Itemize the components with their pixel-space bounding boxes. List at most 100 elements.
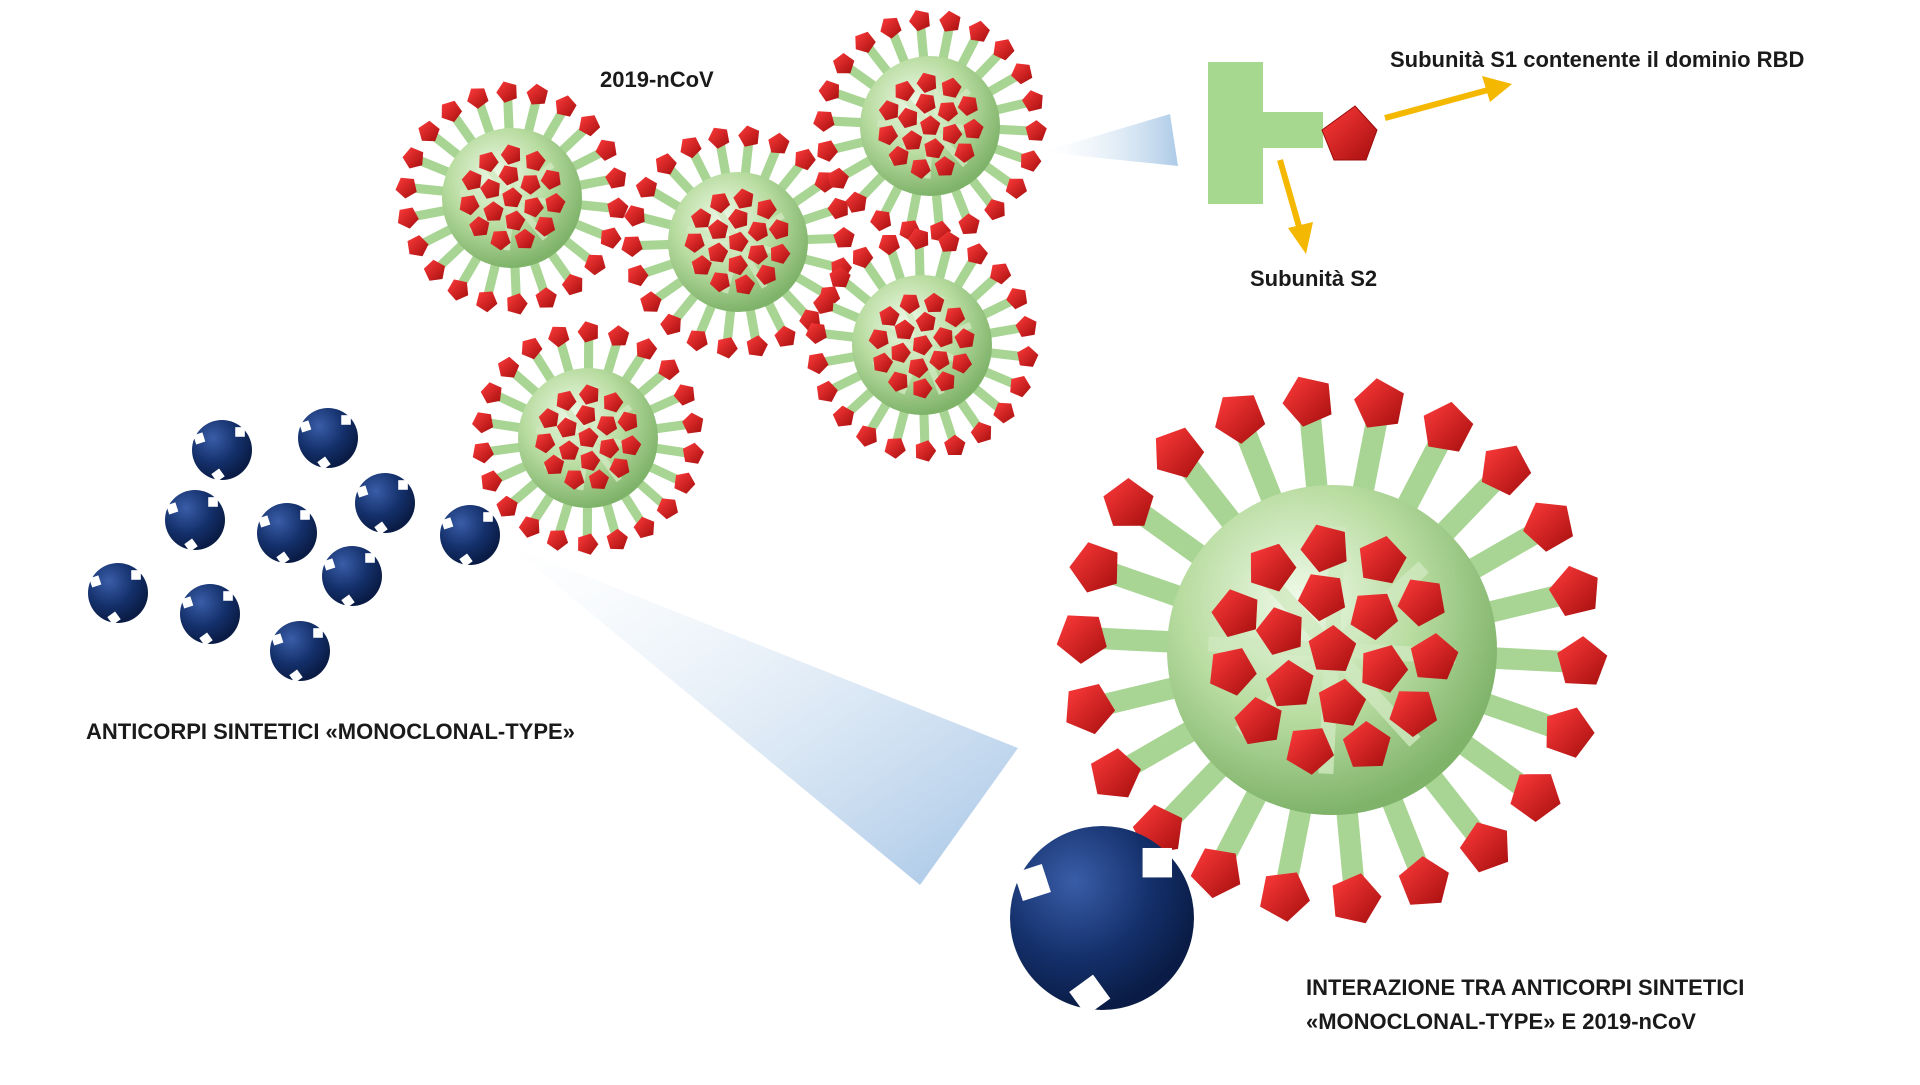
s2-subunit-stem	[1208, 62, 1263, 204]
spike-head	[398, 208, 419, 229]
spike-head	[1057, 615, 1107, 664]
spike-head	[447, 279, 468, 300]
spike-head	[1354, 378, 1404, 427]
antibody-small	[298, 408, 358, 470]
spike-head	[547, 530, 568, 550]
spike-head	[605, 167, 626, 188]
spike-head	[717, 337, 738, 358]
spike-head	[1424, 402, 1474, 452]
spike-head	[1006, 179, 1027, 199]
spike-head	[708, 128, 729, 149]
spike-head	[1016, 316, 1037, 337]
antibodies-label: ANTICORPI SINTETICI «MONOCLONAL-TYPE»	[86, 716, 575, 748]
spike-protein-schematic	[1208, 62, 1377, 204]
spike-head	[1010, 376, 1031, 397]
spike-head	[556, 95, 577, 116]
spike-head	[870, 210, 891, 231]
spike-head	[507, 293, 528, 314]
antibody-small	[322, 546, 382, 608]
interaction-label-line2: «MONOCLONAL-TYPE» E 2019-nCoV	[1306, 1006, 1696, 1038]
spike-head	[607, 529, 628, 550]
spike-head	[527, 84, 548, 105]
antibody-small	[192, 420, 252, 482]
spike-head	[476, 292, 497, 313]
spike-head	[1026, 120, 1047, 141]
binding-site	[365, 553, 375, 563]
spike-head	[621, 237, 642, 258]
binding-site	[208, 497, 218, 507]
spike-head	[548, 327, 569, 348]
spike-head	[473, 443, 494, 464]
spike-head	[1557, 636, 1607, 685]
spike-head	[1549, 566, 1598, 616]
spike-head	[967, 243, 988, 264]
virion-group	[396, 10, 1608, 923]
s1-subunit-label: Subunità S1 contenente il dominio RBD	[1390, 44, 1804, 76]
virion-small	[472, 321, 704, 555]
spike-head	[1547, 708, 1595, 758]
spike-head	[674, 473, 695, 494]
binding-site	[223, 591, 233, 601]
virion-small	[813, 10, 1047, 242]
spike-head	[833, 53, 854, 73]
spike-connector	[1263, 112, 1323, 148]
binding-site	[483, 512, 493, 522]
antibody-small	[88, 563, 148, 625]
spike-head	[1103, 478, 1153, 526]
s1-rbd-domain	[1322, 106, 1377, 160]
spike-head	[687, 331, 708, 352]
spike-head	[738, 126, 759, 147]
zoom-beam-antibody	[508, 545, 1018, 885]
antibody-small	[165, 490, 225, 552]
spike-head	[628, 265, 648, 286]
virion-small	[621, 126, 854, 359]
spike-head	[578, 321, 598, 342]
spike-head	[578, 534, 598, 555]
virus-title-label: 2019-nCoV	[600, 64, 714, 96]
spike-head	[1510, 774, 1560, 822]
spike-head	[496, 82, 517, 103]
s2-subunit-label: Subunità S2	[1250, 263, 1377, 295]
arrow-s1	[1385, 76, 1512, 118]
antibody-small	[257, 503, 317, 565]
antibody-small	[440, 505, 500, 567]
spike-head	[481, 382, 502, 403]
antibody-group	[88, 408, 1194, 1016]
spike-head	[608, 325, 629, 345]
antibody-small	[180, 584, 240, 646]
antibody-large	[1010, 826, 1194, 1016]
antibody-small	[270, 621, 330, 683]
spike-head	[879, 235, 900, 255]
zoom-beam-spike	[1042, 114, 1178, 166]
spike-head	[1017, 346, 1038, 367]
spike-head	[747, 335, 768, 356]
spike-head	[396, 178, 417, 199]
spike-head	[833, 227, 854, 248]
binding-site	[300, 510, 310, 520]
spike-head	[768, 133, 789, 154]
binding-site	[341, 415, 351, 425]
spike-head	[817, 140, 838, 161]
virion-small	[396, 82, 629, 315]
spike-head	[856, 426, 877, 447]
spike-head	[819, 80, 839, 101]
interaction-label-line1: INTERAZIONE TRA ANTICORPI SINTETICI	[1306, 972, 1744, 1004]
binding-site	[313, 628, 323, 638]
arrow-s2	[1280, 160, 1313, 254]
spike-head	[1191, 848, 1241, 898]
binding-site	[1143, 848, 1172, 877]
antibody-small	[355, 473, 415, 535]
spike-head	[939, 11, 960, 32]
spike-head	[808, 353, 829, 374]
spike-head	[682, 413, 703, 434]
spike-head	[683, 443, 704, 464]
spike-head	[601, 228, 622, 249]
spike-head	[636, 177, 657, 198]
spike-head	[885, 438, 906, 459]
binding-site	[131, 570, 141, 580]
spike-head	[1333, 873, 1382, 923]
spike-head	[637, 338, 658, 359]
spike-head	[916, 440, 936, 461]
